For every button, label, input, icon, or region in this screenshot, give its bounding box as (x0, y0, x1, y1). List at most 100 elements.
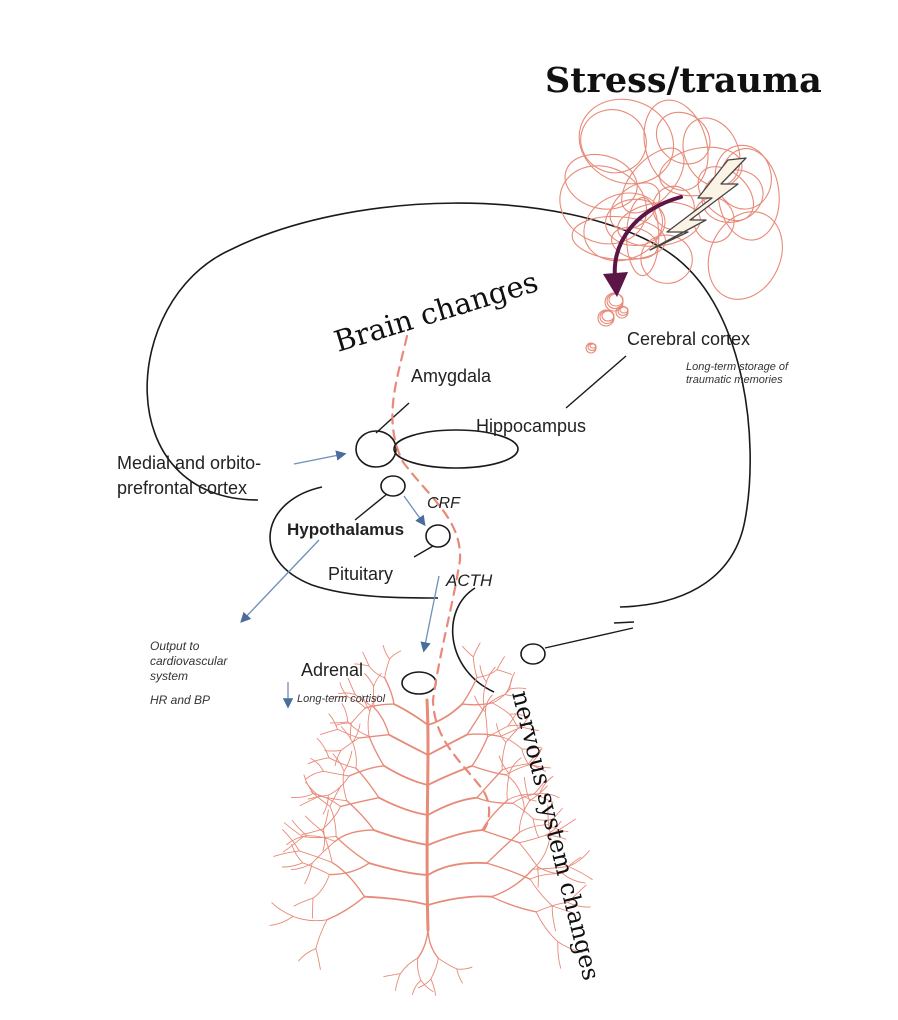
nerve-branch (427, 765, 473, 786)
nerve-branch (352, 723, 361, 743)
scribble-loop (578, 98, 675, 185)
nerve-branch (368, 665, 386, 679)
stress-impact-arrow (612, 195, 683, 288)
nerve-branch (505, 726, 521, 743)
scribble-loop (583, 192, 663, 262)
scribble-loop (643, 99, 709, 191)
adrenal-shape (401, 671, 437, 695)
nerve-branch (373, 829, 429, 846)
nerve-branch (498, 755, 510, 774)
nerve-branch (557, 941, 562, 969)
nerve-branch (315, 919, 328, 950)
nerve-branch (293, 897, 314, 907)
scribble-loop (611, 226, 658, 260)
nerve-branch (330, 695, 348, 698)
nerve-branch (291, 792, 315, 799)
scribble-knot (608, 293, 624, 307)
nerve-branch (373, 685, 375, 709)
scribble-loop (605, 198, 666, 247)
nerve-branch (282, 836, 304, 853)
medial-label-line2: prefrontal cortex (117, 478, 247, 498)
nerve-branch (481, 799, 509, 831)
nerve-branch (329, 805, 337, 837)
scribble-knot (589, 343, 597, 349)
nerve-branch (461, 702, 493, 706)
nerve-branch (427, 796, 478, 816)
nerve-branch (273, 850, 300, 857)
nerve-branch (496, 669, 512, 675)
nerve-branch (512, 802, 534, 820)
nerve-branch (282, 829, 300, 852)
nerve-branch (299, 795, 320, 807)
nerve-branch (304, 815, 324, 833)
nerve-branch (322, 770, 350, 777)
hypothalamus-shape (380, 475, 406, 497)
nerve-branch (341, 703, 349, 723)
hypothalamus-output-arrow (240, 539, 320, 623)
nerve-branch (304, 862, 313, 885)
nerve-branch (501, 763, 530, 771)
nerve-branch (312, 874, 330, 899)
nerve-branch (529, 785, 548, 802)
nerve-branch (461, 645, 474, 658)
nerve-branch (338, 692, 356, 696)
nerve-branch (471, 736, 489, 767)
scribble-loop (564, 153, 638, 210)
nerve-branch (399, 957, 419, 975)
nerve-branch (384, 658, 390, 679)
nerve-branch (363, 895, 429, 906)
nerve-branch (476, 669, 498, 678)
output-label-line2: cardiovascular (150, 654, 228, 668)
nerve-branch (298, 850, 333, 864)
nerve-branch (384, 677, 395, 705)
nerve-branch (520, 711, 531, 728)
nerve-branch (312, 897, 314, 919)
nerve-branch (269, 915, 294, 926)
nerve-branch (335, 835, 370, 864)
nerve-branch (373, 707, 390, 736)
nerve-branch (523, 777, 531, 802)
nerve-branch (547, 824, 569, 833)
nerve-branch (562, 856, 582, 875)
nerve-branch (382, 645, 390, 660)
brain-stem-curve (269, 486, 439, 599)
nerve-branch (327, 775, 350, 796)
cortex-leader (565, 355, 627, 409)
nerve-branch (315, 948, 321, 970)
nerve-branch (298, 948, 317, 962)
nerve-branch (456, 968, 463, 984)
nervous-system-heading: nervous system changes (506, 688, 605, 983)
nerve-branch (456, 966, 473, 970)
amygdala-shape (355, 430, 397, 468)
nerve-branch (417, 978, 432, 989)
nerve-branch (324, 750, 342, 752)
nerve-branch (292, 915, 328, 922)
nerve-branch (388, 733, 429, 756)
nerve-branch (499, 726, 522, 737)
nerve-branch (346, 800, 375, 831)
nerve-branch (342, 770, 348, 802)
nerve-branch (537, 866, 539, 888)
nerve-branch (394, 973, 401, 991)
nerve-branch (567, 902, 591, 908)
scribble-loop (640, 234, 693, 284)
nerve-branch (484, 694, 493, 713)
nerve-branch (567, 884, 587, 904)
nerve-branch (318, 795, 348, 802)
nerve-branch (506, 793, 535, 801)
nerve-branch (271, 902, 294, 917)
nerve-branch (518, 800, 531, 834)
nerve-branch (518, 834, 546, 844)
nerve-branch (322, 794, 329, 815)
nerve-branch (507, 724, 525, 727)
nerve-branch (283, 822, 304, 838)
nerve-branch (328, 862, 370, 876)
nerve-branch (383, 973, 401, 978)
nerve-branch (476, 797, 514, 804)
cortisol-label: Long-term cortisol (297, 693, 386, 705)
nerve-branch (322, 831, 333, 864)
brain-change-pathway (391, 334, 491, 832)
nerve-branch (535, 902, 569, 913)
nerve-branch (303, 774, 315, 794)
nerve-branch (281, 862, 304, 868)
